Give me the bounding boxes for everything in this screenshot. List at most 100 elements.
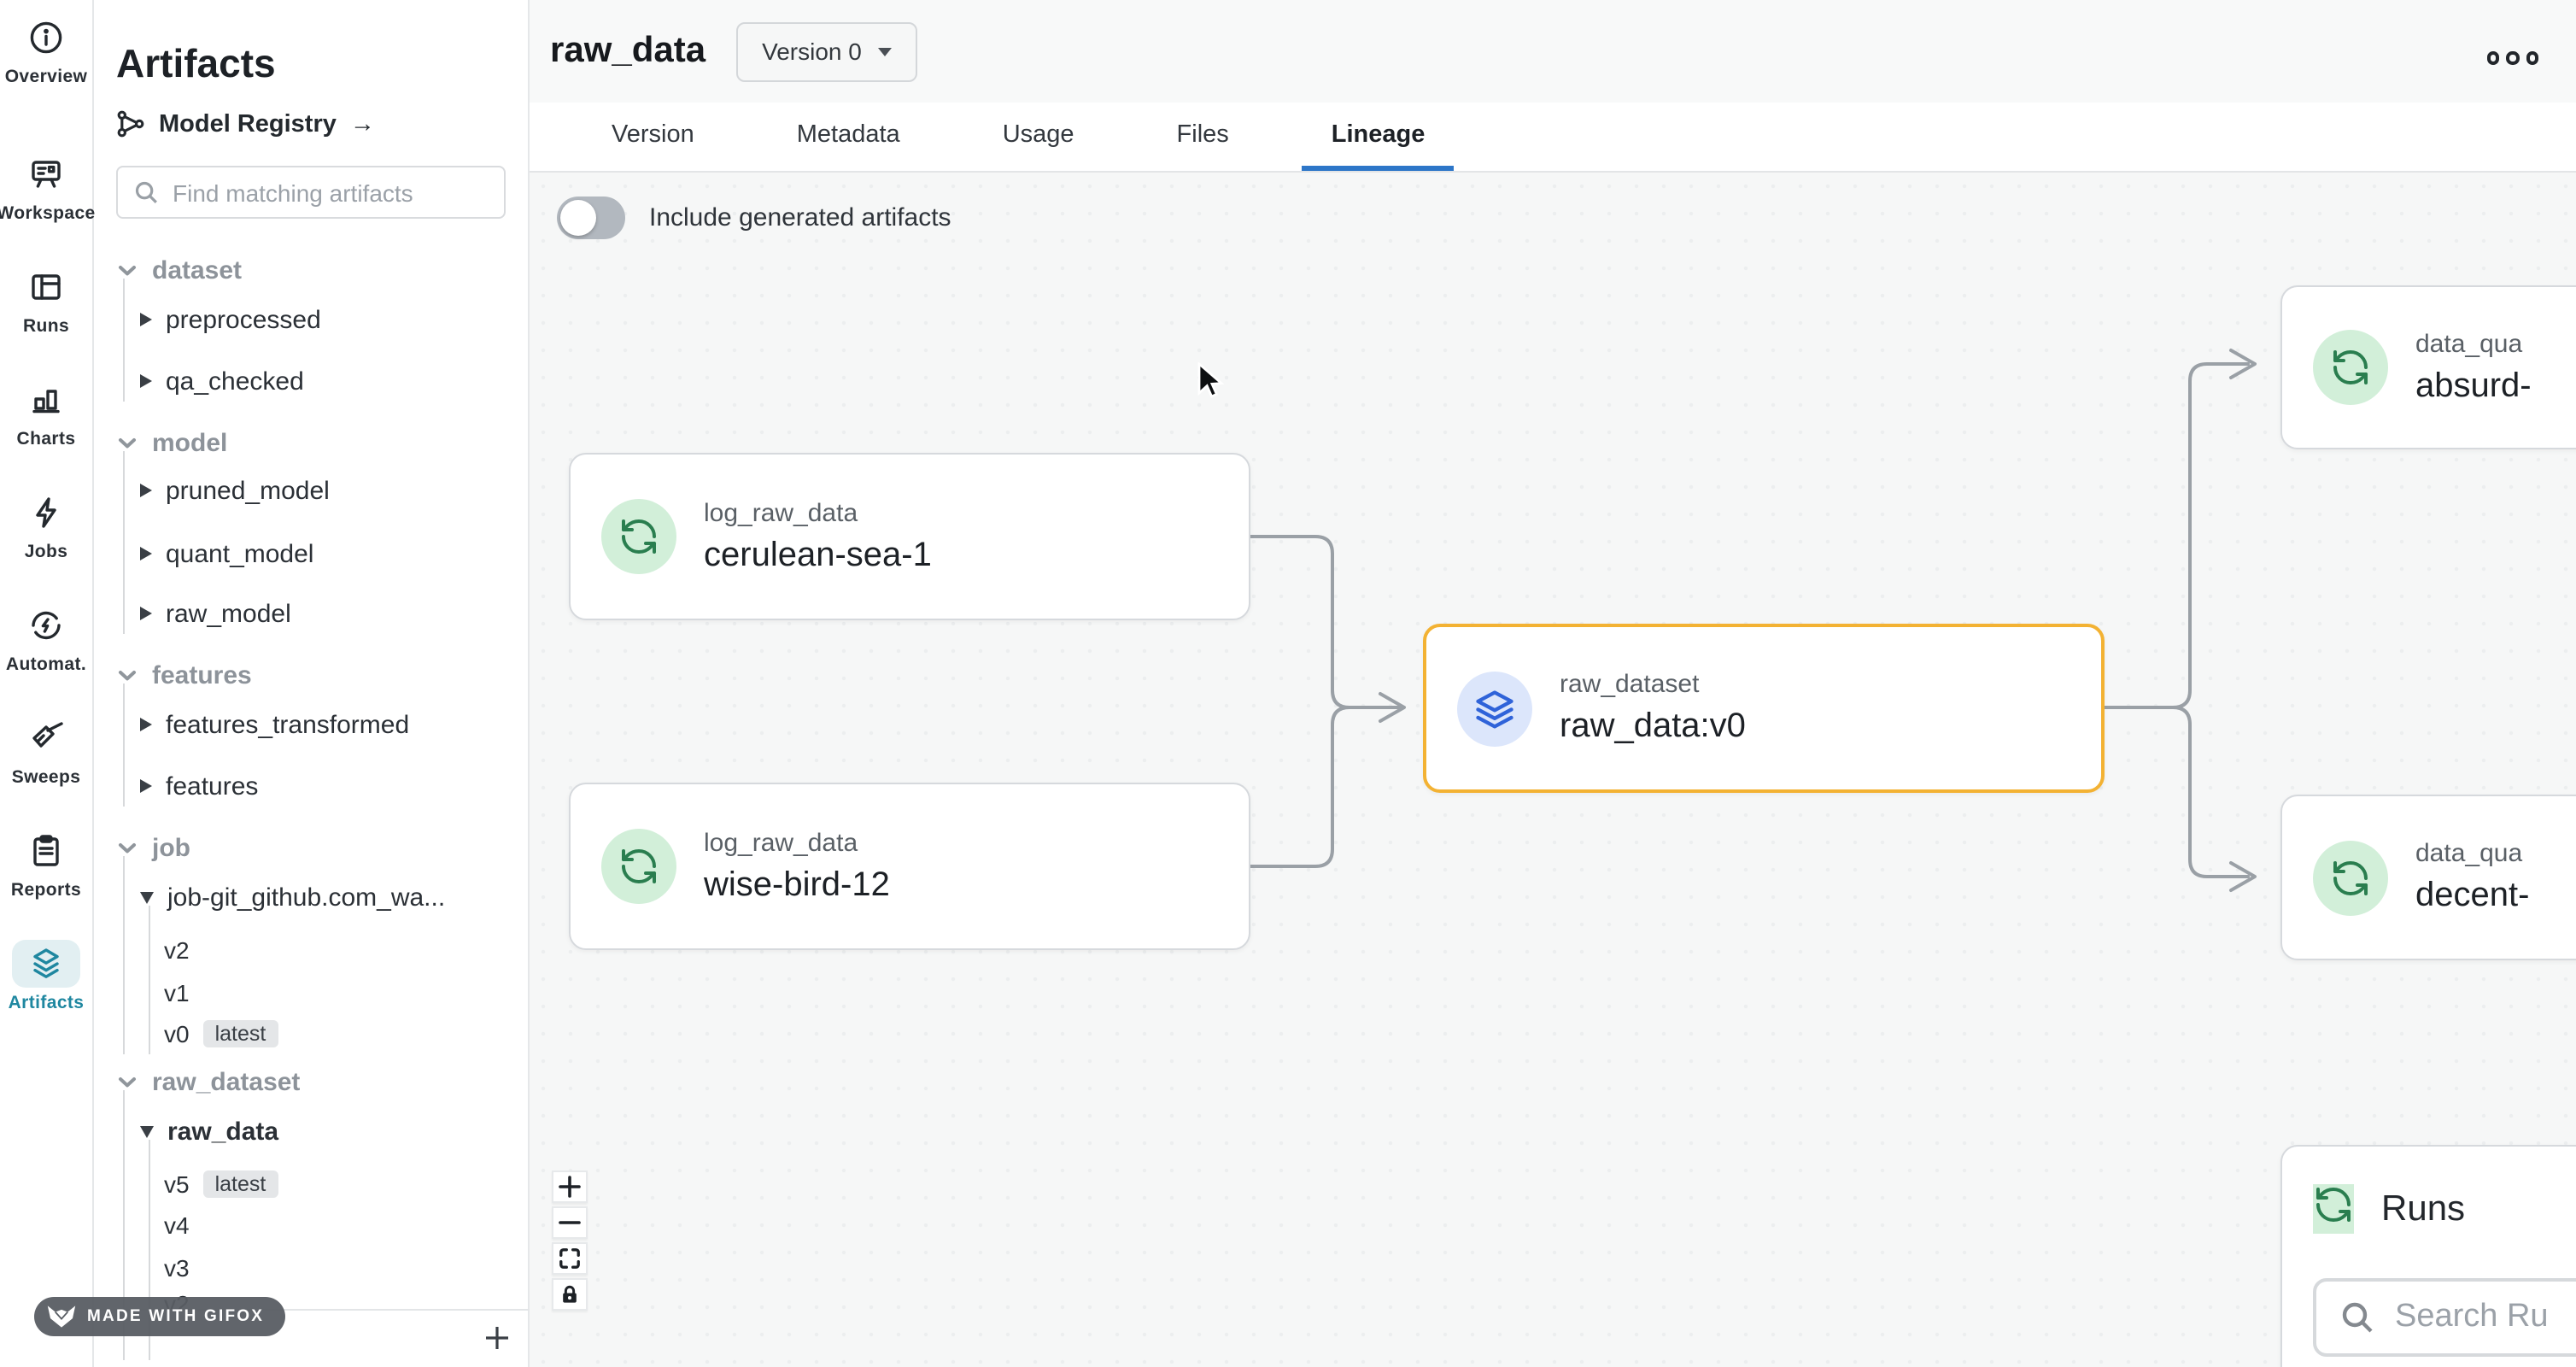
sidebar-item-qa-checked[interactable]: qa_checked [94, 361, 530, 402]
sidebar-group-features[interactable]: features [94, 654, 530, 695]
runs-search-box[interactable] [2313, 1278, 2576, 1357]
chevron-down-icon [119, 670, 136, 680]
artifact-tree: dataset preprocessed qa_checked model pr… [94, 0, 530, 1367]
tab-version[interactable]: Version [612, 120, 694, 148]
node-name: wise-bird-12 [704, 865, 890, 903]
tree-guide [123, 451, 125, 634]
caret-right-icon [140, 547, 152, 560]
lineage-node-decent[interactable]: data_qua decent- [2280, 795, 2576, 960]
sidebar-item-job-git[interactable]: job-git_github.com_wa... [94, 877, 530, 918]
toggle-knob [560, 200, 596, 236]
arrow-right-icon: → [349, 110, 375, 138]
sidebar-version-v3[interactable]: v3 [164, 1254, 190, 1282]
sidebar-version-v1[interactable]: v1 [164, 979, 190, 1006]
caret-right-icon [140, 779, 152, 793]
latest-badge: latest [202, 1170, 278, 1198]
search-input[interactable] [173, 179, 489, 206]
sidebar-version-v4[interactable]: v4 [164, 1212, 190, 1239]
nav-item-overview[interactable]: Overview [0, 14, 93, 113]
sidebar-group-model[interactable]: model [94, 422, 530, 463]
lock-icon [563, 1285, 577, 1303]
node-name: raw_data:v0 [1560, 707, 1746, 745]
plus-icon [486, 1327, 508, 1349]
nav-rail: Overview Workspace Runs Charts Jobs [0, 0, 95, 1367]
model-registry-link[interactable]: Model Registry → [116, 109, 375, 138]
tab-usage[interactable]: Usage [1002, 120, 1074, 148]
sidebar-item-quant-model[interactable]: quant_model [94, 533, 530, 574]
fox-icon [47, 1305, 76, 1328]
nav-item-workspace[interactable]: Workspace [0, 150, 95, 249]
gifox-watermark: MADE WITH GIFOX [34, 1297, 285, 1336]
include-generated-toggle[interactable] [557, 197, 625, 239]
dot-icon [2486, 51, 2499, 64]
sidebar-item-raw-data[interactable]: raw_data [94, 1111, 530, 1152]
caret-down-icon [140, 891, 154, 903]
lineage-node-absurd[interactable]: data_qua absurd- [2280, 285, 2576, 449]
tab-metadata[interactable]: Metadata [796, 120, 900, 148]
tree-guide [149, 1140, 150, 1360]
sidebar-item-pruned-model[interactable]: pruned_model [94, 470, 530, 511]
layers-icon [12, 940, 80, 988]
runs-group-title: Runs [2381, 1188, 2466, 1228]
sidebar-group-job[interactable]: job [94, 827, 530, 868]
overflow-menu-button[interactable] [2486, 51, 2538, 64]
watermark-text: MADE WITH GIFOX [87, 1307, 265, 1326]
lineage-node-cerulean-sea-1[interactable]: log_raw_data cerulean-sea-1 [569, 453, 1250, 620]
fit-view-button[interactable] [552, 1242, 588, 1275]
lineage-node-raw-data-v0[interactable]: raw_dataset raw_data:v0 [1423, 624, 2105, 793]
zoom-out-button[interactable] [552, 1206, 588, 1239]
nav-item-reports[interactable]: Reports [0, 827, 93, 926]
toggle-label: Include generated artifacts [649, 203, 951, 232]
sidebar-title: Artifacts [116, 41, 276, 85]
lineage-runs-group[interactable]: Runs [2280, 1145, 2576, 1367]
page-title: raw_data [550, 31, 706, 70]
sidebar-item-features-transformed[interactable]: features_transformed [94, 704, 530, 745]
caret-down-icon [140, 1125, 154, 1137]
tree-guide [123, 684, 125, 807]
chevron-down-icon [119, 437, 136, 448]
lineage-node-wise-bird-12[interactable]: log_raw_data wise-bird-12 [569, 783, 1250, 950]
runs-search-input[interactable] [2395, 1299, 2576, 1336]
search-icon [135, 181, 157, 203]
nav-item-charts[interactable]: Charts [0, 376, 93, 475]
artifact-icon [1457, 671, 1532, 746]
nav-item-runs[interactable]: Runs [0, 263, 93, 362]
lock-button[interactable] [552, 1278, 588, 1311]
node-name: cerulean-sea-1 [704, 536, 932, 573]
sidebar-group-dataset[interactable]: dataset [94, 249, 530, 290]
node-type-label: data_qua [2415, 329, 2523, 358]
sidebar-item-preprocessed[interactable]: preprocessed [94, 299, 530, 340]
sidebar-version-v5[interactable]: v5 latest [94, 1164, 530, 1205]
sidebar-footer-divider [94, 1309, 530, 1311]
tab-bar: Version Metadata Usage Files Lineage [530, 103, 2576, 173]
node-type-label: data_qua [2415, 839, 2523, 868]
nav-item-sweeps[interactable]: Sweeps [0, 714, 93, 813]
broom-icon [12, 714, 80, 762]
tab-files[interactable]: Files [1176, 120, 1229, 148]
nav-item-automations[interactable]: Automat. [0, 601, 93, 701]
sidebar-group-raw-dataset[interactable]: raw_dataset [94, 1061, 530, 1102]
nav-item-artifacts[interactable]: Artifacts [0, 940, 93, 1039]
bar-chart-icon [12, 376, 80, 424]
version-selector[interactable]: Version 0 [736, 21, 918, 81]
tree-guide [123, 856, 125, 1054]
sidebar-version-v0[interactable]: v0 latest [94, 1013, 530, 1054]
caret-right-icon [140, 374, 152, 388]
search-icon [2342, 1302, 2373, 1333]
chevron-down-icon [119, 1077, 136, 1087]
latest-badge: latest [202, 1020, 278, 1047]
tab-lineage[interactable]: Lineage [1302, 103, 1455, 171]
add-artifact-button[interactable] [478, 1319, 516, 1357]
sidebar-version-v2[interactable]: v2 [164, 936, 190, 964]
tree-guide [149, 906, 150, 1054]
zoom-in-button[interactable] [552, 1170, 588, 1203]
nav-item-jobs[interactable]: Jobs [0, 489, 93, 588]
model-registry-icon [117, 110, 144, 138]
sidebar-item-features[interactable]: features [94, 766, 530, 807]
sidebar-item-raw-model[interactable]: raw_model [94, 593, 530, 634]
lineage-canvas[interactable]: Include generated artifacts log_raw_data… [530, 173, 2576, 1367]
chevron-down-icon [119, 842, 136, 853]
artifact-search[interactable] [116, 166, 506, 219]
minus-icon [559, 1221, 581, 1224]
